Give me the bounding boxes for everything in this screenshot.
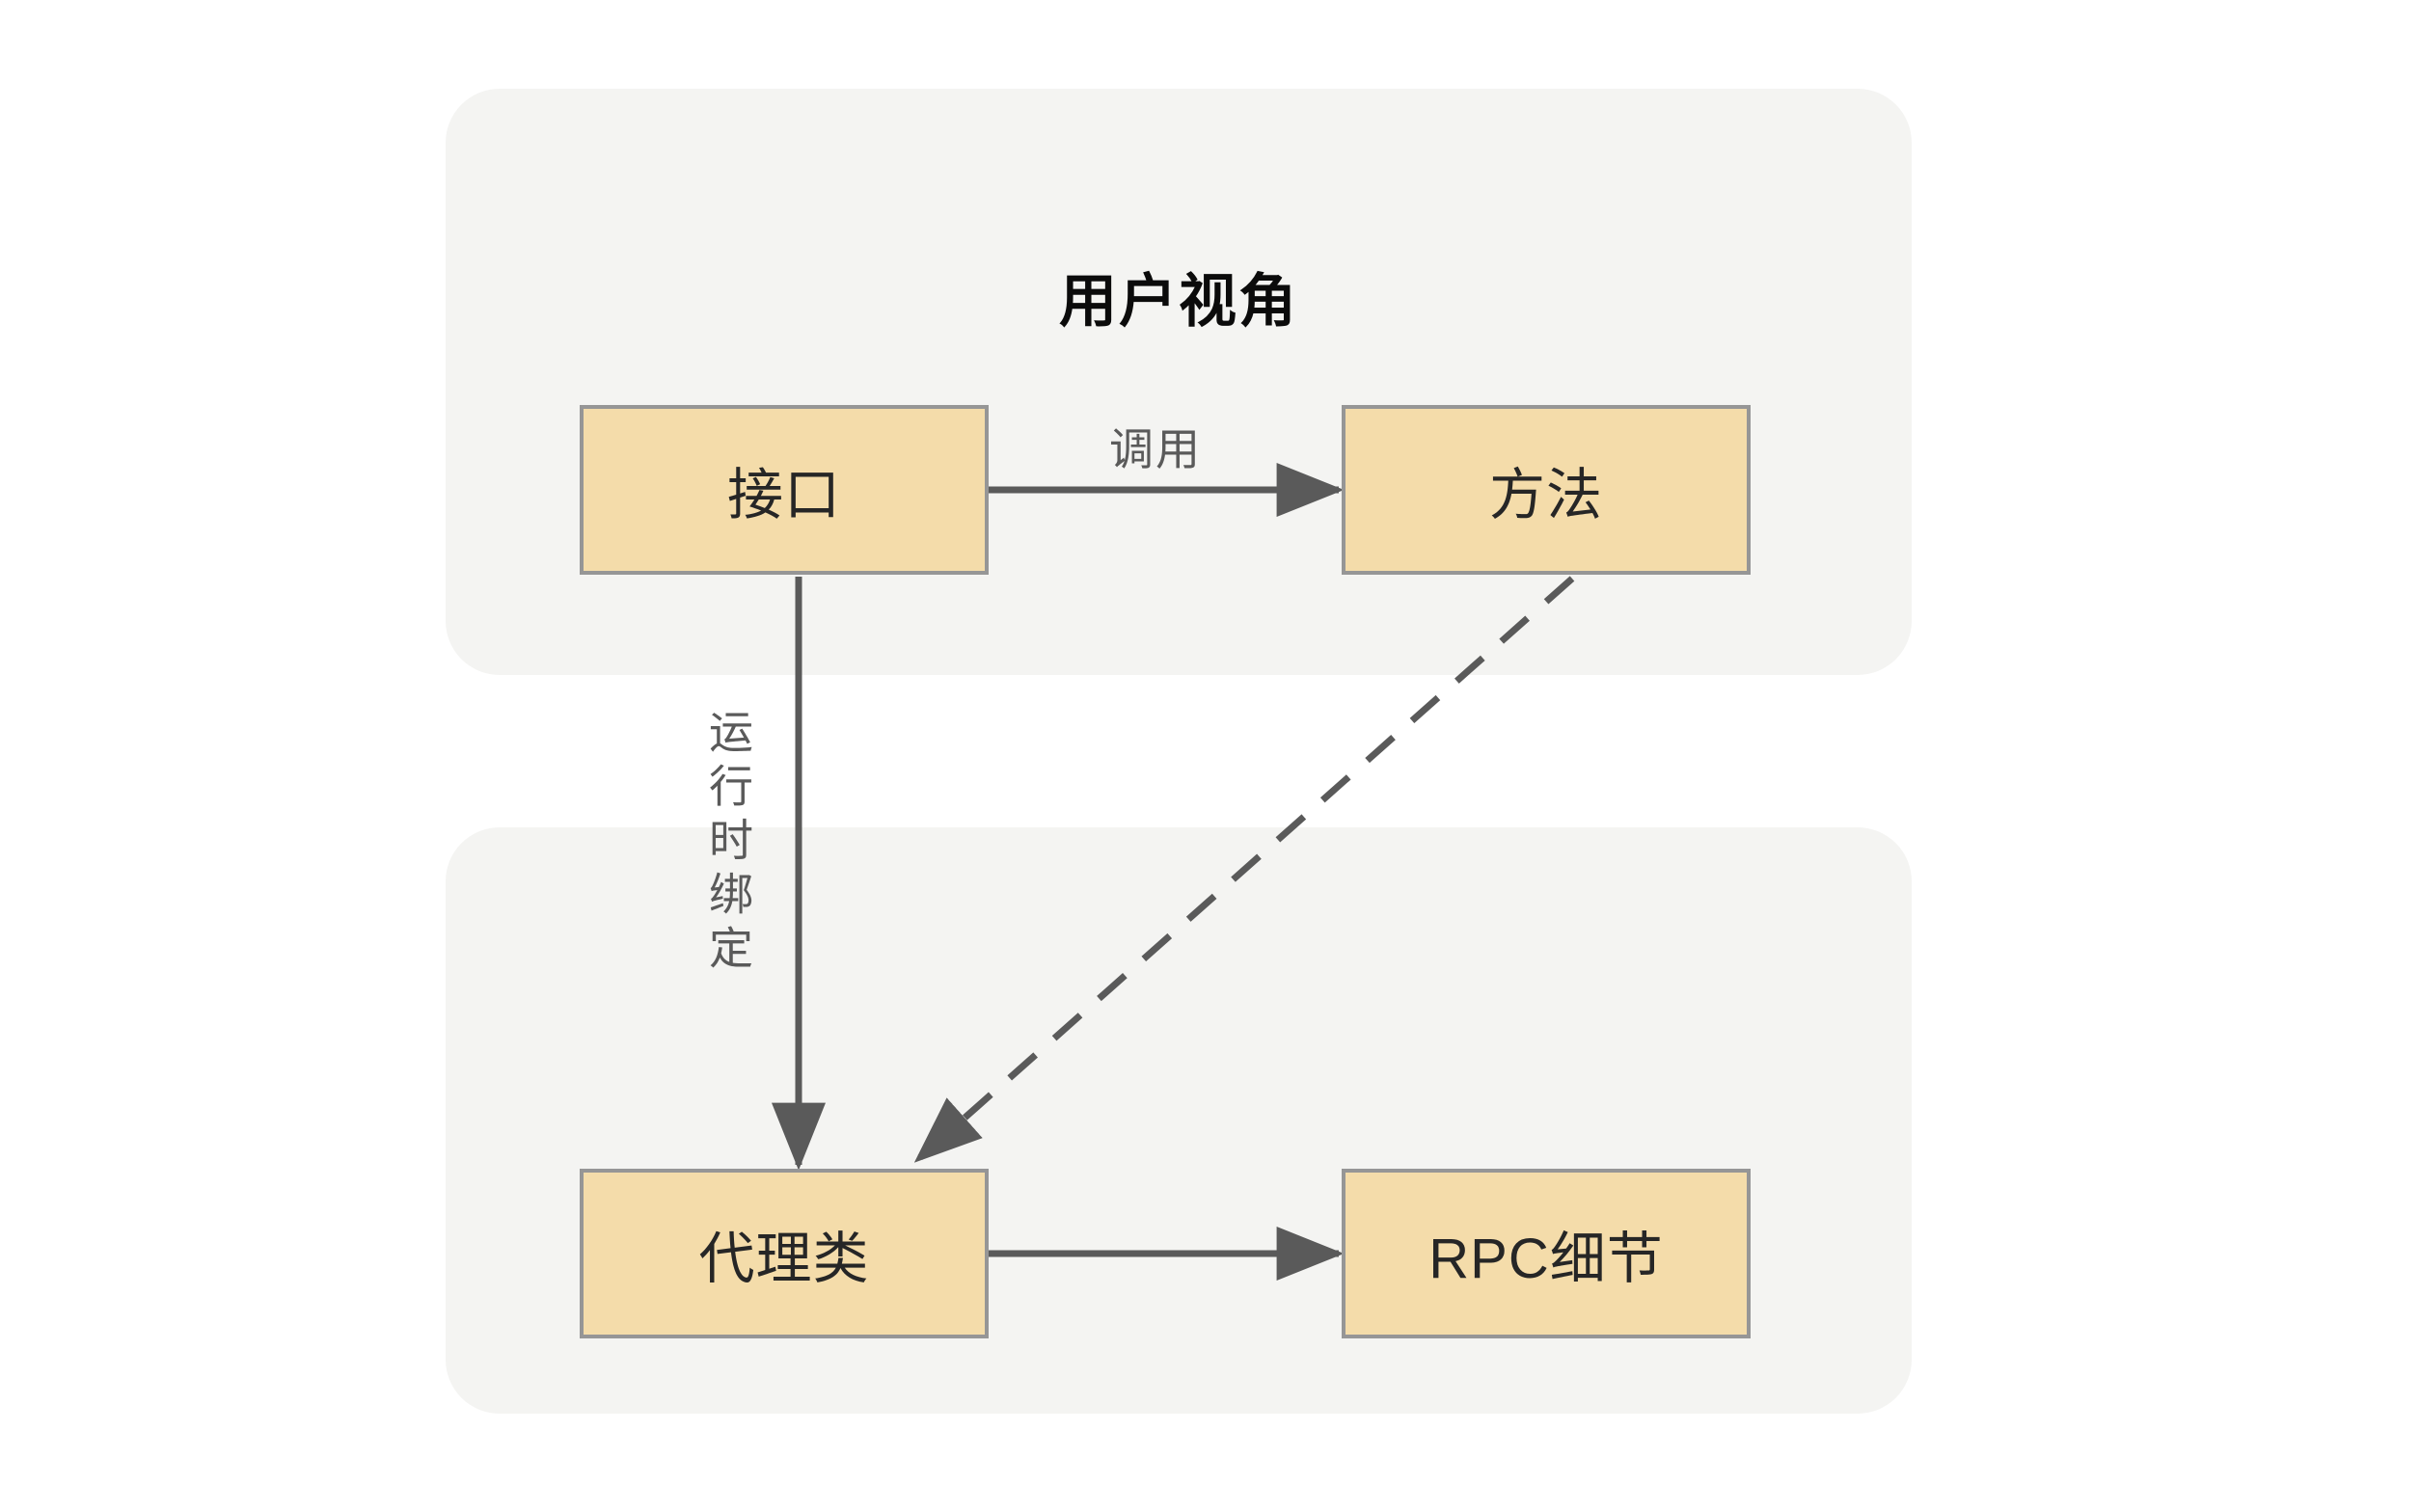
panel-user-perspective-title: 用户视角 — [1059, 269, 1298, 334]
node-proxy-class[interactable]: 代理类 — [580, 1169, 989, 1338]
edge-label-call: 调用 — [1109, 424, 1202, 474]
panel-user-perspective: 用户视角 — [446, 89, 1912, 675]
node-method[interactable]: 方法 — [1342, 405, 1751, 575]
edge-label-runtime-binding: 运行时绑定 — [703, 709, 753, 979]
node-interface[interactable]: 接口 — [580, 405, 989, 575]
node-rpc-details[interactable]: RPC细节 — [1342, 1169, 1751, 1338]
